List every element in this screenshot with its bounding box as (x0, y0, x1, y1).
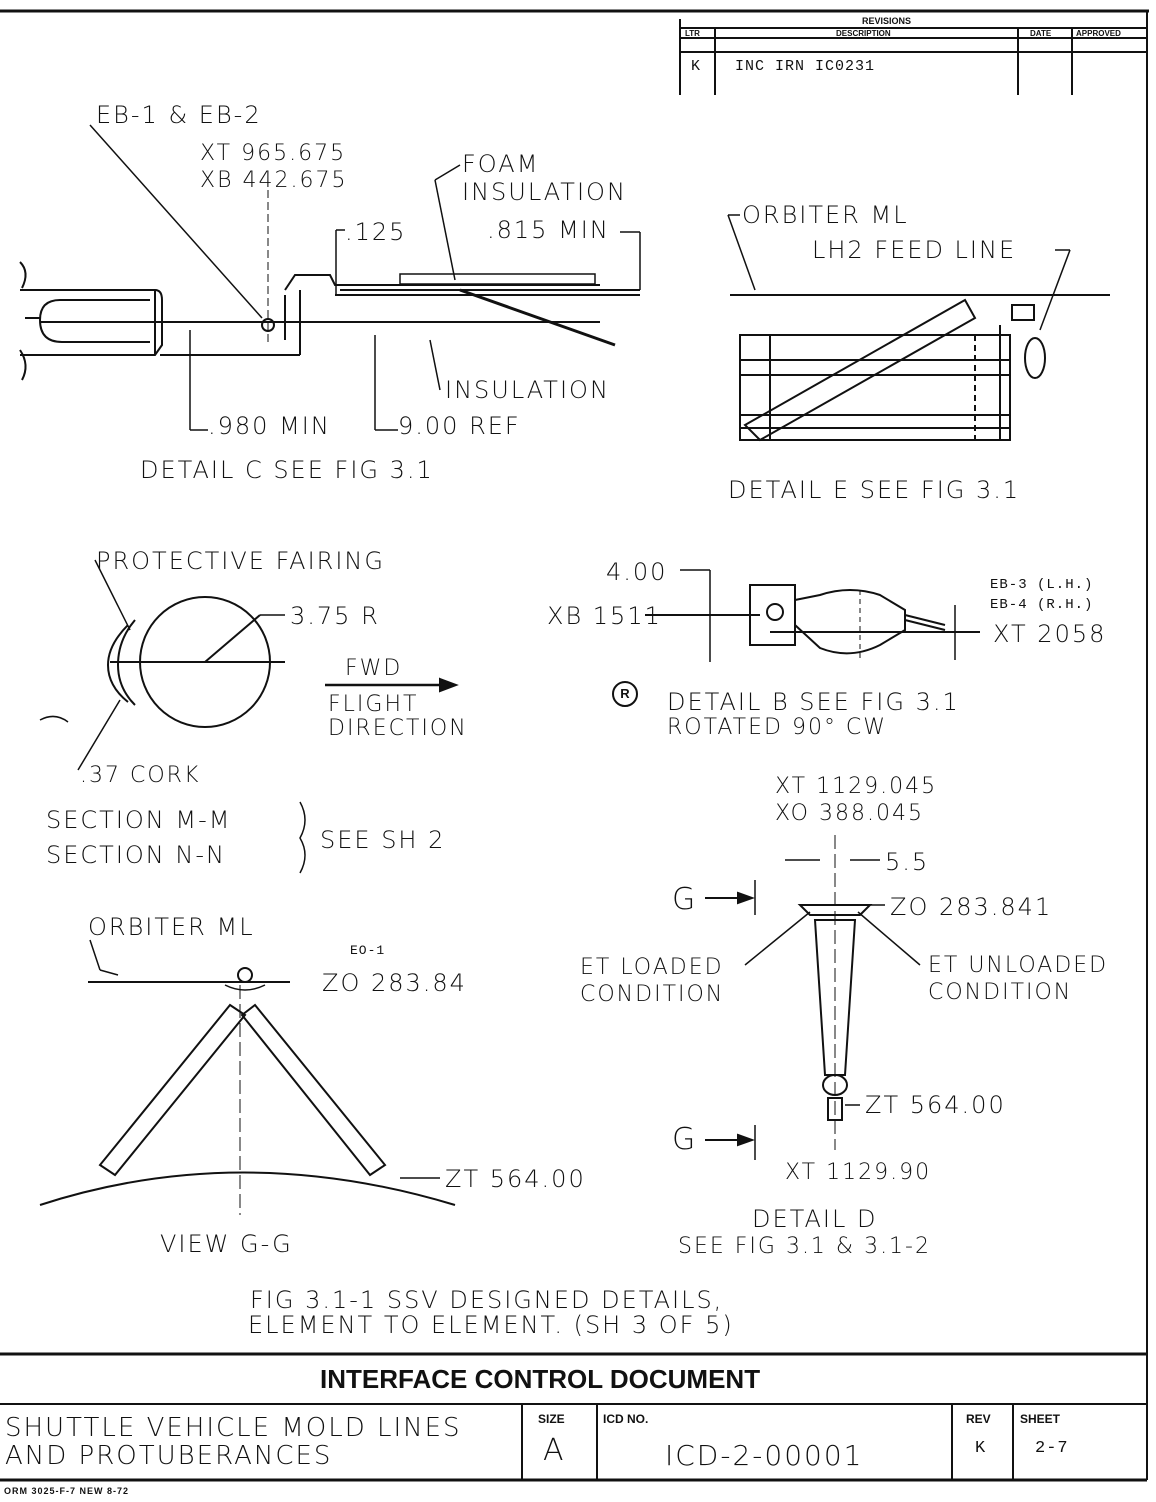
title-block-title2: AND PROTUBERANCES (5, 1441, 333, 1471)
detail-d-xt-bottom: XT 1129.90 (785, 1160, 932, 1185)
detail-b-xb: XB 1511 (547, 602, 662, 630)
rev-row-description: INC IRN IC0231 (735, 58, 876, 75)
detail-d-zt: ZT 564.00 (865, 1091, 1006, 1119)
detail-d-zo: ZO 283.841 (890, 893, 1053, 921)
detail-b-revision-mark: R (612, 681, 638, 707)
rev-header-description: DESCRIPTION (836, 29, 891, 38)
title-block-size-label: SIZE (538, 1412, 565, 1426)
detail-b-dim-400: 4.00 (606, 558, 668, 586)
detail-d-g-bottom: G (672, 1122, 698, 1157)
figure-caption-line1: FIG 3.1-1 SSV DESIGNED DETAILS, (250, 1286, 724, 1314)
detail-c-dim-900: 9.00 REF (398, 412, 521, 440)
detail-e-drawing (728, 215, 1110, 440)
title-block-sheet-value: 2-7 (1035, 1439, 1069, 1458)
detail-d-caption1: DETAIL D (752, 1205, 878, 1233)
rev-row-ltr: K (691, 58, 702, 75)
detail-c-caption: DETAIL C SEE FIG 3.1 (140, 456, 434, 484)
figure-caption-line2: ELEMENT TO ELEMENT. (SH 3 OF 5) (248, 1311, 734, 1339)
revisions-grid (680, 19, 1147, 95)
view-gg-drawing (40, 940, 455, 1215)
title-block-rev-label: REV (966, 1412, 991, 1426)
section-see-sh2: SEE SH 2 (320, 826, 446, 854)
detail-c-drawing (20, 125, 640, 430)
section-flight1: FLIGHT (328, 692, 419, 717)
detail-d-xo: XO 388.045 (775, 801, 924, 826)
detail-c-callout-eb: EB-1 & EB-2 (96, 101, 262, 129)
title-block-size-value: A (543, 1433, 564, 1468)
detail-c-foam-line2: INSULATION (462, 178, 627, 206)
detail-e-orbiter: ORBITER ML (742, 201, 909, 229)
detail-b-drawing (645, 570, 980, 662)
detail-d-unloaded1: ET UNLOADED (928, 953, 1109, 978)
detail-d-dim-55: 5.5 (885, 848, 930, 876)
view-gg-orbiter: ORBITER ML (88, 913, 255, 941)
detail-b-xt: XT 2058 (993, 620, 1107, 648)
detail-c-dim-125: .125 (345, 218, 407, 246)
section-fwd: FWD (345, 656, 403, 681)
section-n-n: SECTION N-N (46, 841, 226, 869)
detail-d-g-top: G (672, 882, 698, 917)
detail-d-drawing (705, 835, 920, 1160)
detail-c-dim-980: .980 MIN (208, 412, 331, 440)
view-gg-zo: ZO 283.84 (322, 969, 467, 997)
detail-d-xt: XT 1129.045 (775, 774, 938, 799)
detail-c-foam-line1: FOAM (462, 150, 540, 178)
detail-b-eb4: EB-4 (R.H.) (990, 597, 1094, 613)
title-block-icd-value: ICD-2-00001 (665, 1439, 864, 1472)
detail-e-caption: DETAIL E SEE FIG 3.1 (728, 476, 1021, 504)
title-block-sheet-label: SHEET (1020, 1412, 1061, 1426)
detail-d-caption2: SEE FIG 3.1 & 3.1-2 (678, 1234, 931, 1259)
view-gg-zt: ZT 564.00 (445, 1165, 586, 1193)
detail-d-loaded2: CONDITION (580, 982, 725, 1007)
title-block-icd-label: ICD NO. (603, 1412, 649, 1426)
detail-b-caption1: DETAIL B SEE FIG 3.1 (667, 688, 960, 716)
detail-c-xb: XB 442.675 (200, 168, 348, 193)
rev-header-approved: APPROVED (1076, 29, 1121, 38)
detail-d-loaded1: ET LOADED (580, 955, 724, 980)
section-flight2: DIRECTION (328, 716, 468, 741)
view-gg-eo1: EO-1 (350, 943, 386, 958)
section-radius: 3.75 R (290, 602, 380, 630)
form-number: ORM 3025-F-7 NEW 8-72 (4, 1486, 130, 1496)
section-mn-drawing (40, 560, 456, 873)
rev-header-date: DATE (1030, 29, 1052, 38)
view-gg-caption: VIEW G-G (160, 1230, 293, 1258)
title-block-header: INTERFACE CONTROL DOCUMENT (320, 1364, 761, 1394)
detail-b-eb3: EB-3 (L.H.) (990, 577, 1094, 593)
section-cork: .37 CORK (80, 763, 201, 788)
rev-header-ltr: LTR (685, 29, 700, 38)
detail-c-dim-815: .815 MIN (487, 216, 610, 244)
title-block-title1: SHUTTLE VEHICLE MOLD LINES (5, 1413, 462, 1443)
detail-c-insulation: INSULATION (445, 376, 610, 404)
section-fairing: PROTECTIVE FAIRING (96, 547, 385, 575)
detail-d-unloaded2: CONDITION (928, 980, 1073, 1005)
section-m-m: SECTION M-M (46, 806, 232, 834)
detail-c-xt: XT 965.675 (200, 141, 347, 166)
detail-b-caption2: ROTATED 90° CW (667, 715, 888, 740)
title-block-grid (0, 1354, 1147, 1480)
title-block-rev-value: K (975, 1439, 987, 1458)
detail-e-lh2: LH2 FEED LINE (812, 236, 1017, 264)
revisions-title: REVISIONS (862, 16, 912, 26)
